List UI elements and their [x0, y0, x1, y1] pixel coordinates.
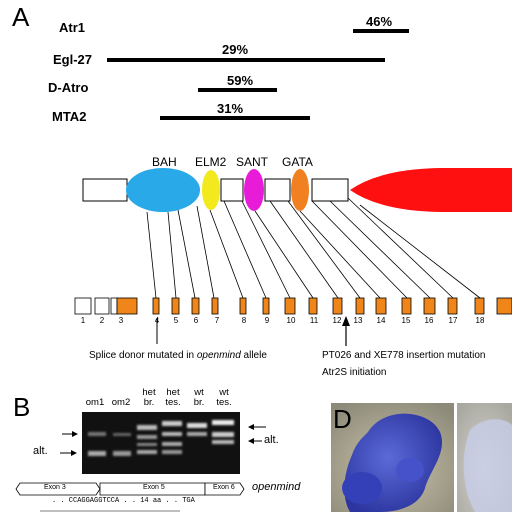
insertion-annotation-line1: PT026 and XE778 insertion mutation: [322, 350, 486, 361]
right-alt-arrowhead: [248, 438, 254, 444]
gata-domain: [291, 169, 309, 211]
domain-label-gata: GATA: [282, 155, 313, 169]
exon-number: 11: [309, 316, 319, 325]
exon-number: 9: [264, 316, 270, 325]
exon-number: 16: [424, 316, 434, 325]
protein-label-datro: D-Atro: [48, 80, 89, 95]
domain-label-bah: BAH: [152, 155, 177, 169]
exon-number: 6: [193, 316, 199, 325]
insertion-arrowhead: [342, 316, 350, 326]
bah-domain: [126, 168, 200, 212]
left-band-arrowhead: [72, 431, 78, 437]
alignment-bar-egl27: [107, 58, 385, 62]
elm2-domain: [202, 170, 220, 210]
protein-segment: [264, 178, 291, 202]
exon-row: [74, 297, 512, 315]
exon-number: 15: [401, 316, 411, 325]
exon-number: 14: [376, 316, 386, 325]
lane-label: om2: [111, 397, 131, 408]
protein-label-egl27: Egl-27: [53, 52, 93, 67]
identity-egl27: 29%: [222, 42, 249, 57]
exon-label-3: Exon 3: [44, 484, 66, 491]
exon-number: 2: [99, 316, 105, 325]
stained-embryo: [342, 413, 443, 512]
panel-d-letter: D: [333, 404, 352, 434]
gene-label: openmind: [252, 481, 301, 493]
exon-label-6: Exon 6: [213, 484, 235, 491]
exon-number: 1: [80, 316, 86, 325]
gel-bands: [88, 420, 234, 456]
exon-number: 5: [173, 316, 179, 325]
identity-atr1: 46%: [366, 14, 393, 29]
splice-annotation: Splice donor mutated in openmind allele: [89, 350, 267, 361]
left-alt-arrowhead: [71, 450, 77, 456]
c-terminal-region: [350, 168, 512, 212]
right-band-arrowhead: [248, 424, 254, 430]
domain-label-sant: SANT: [236, 155, 269, 169]
exon-number: 12: [332, 316, 342, 325]
exon-number: 4: [154, 316, 160, 325]
exon-number: 18: [475, 316, 485, 325]
alt-label-right: alt.: [264, 434, 279, 446]
exon-number: 3: [118, 316, 124, 325]
identity-mta2: 31%: [217, 101, 244, 116]
alignment-bar-atr1: [353, 29, 409, 33]
domain-label-elm2: ELM2: [195, 155, 227, 169]
protein-label-atr1: Atr1: [59, 20, 86, 35]
exon-number: 7: [214, 316, 220, 325]
panel-b-letter: B: [13, 392, 31, 422]
exon-number: 10: [286, 316, 296, 325]
insertion-annotation-line2: Atr2S initiation: [322, 367, 387, 378]
sant-domain: [244, 169, 264, 211]
alignment-bar-mta2: [160, 116, 310, 120]
lane-label: om1: [85, 397, 105, 408]
alt-label-left: alt.: [33, 445, 48, 457]
protein-segment: [220, 178, 244, 202]
exon-label-5: Exon 5: [143, 484, 165, 491]
protein-label-mta2: MTA2: [52, 109, 87, 124]
exon-number: 17: [448, 316, 458, 325]
sequence-text: . . CCAGGAGGTCCA . . 14 aa . . TGA: [52, 497, 195, 505]
alignment-bar-datro: [198, 88, 277, 92]
exon-number: 13: [353, 316, 363, 325]
exon-mapping-lines: [146, 197, 481, 299]
exon-number: 8: [241, 316, 247, 325]
control-embryo: [463, 419, 512, 512]
panel-a-letter: A: [12, 2, 30, 32]
exon-schematic: [15, 482, 245, 496]
identity-datro: 59%: [227, 73, 254, 88]
